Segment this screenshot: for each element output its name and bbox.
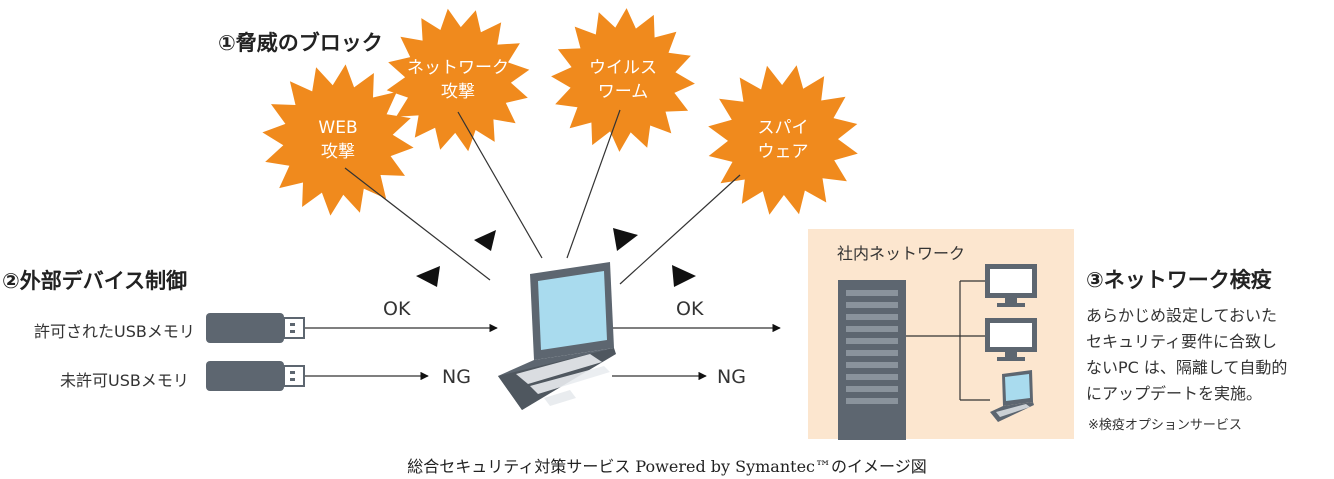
- ng-label-left: NG: [442, 366, 471, 388]
- internal-network-label: 社内ネットワーク: [837, 244, 966, 263]
- threat-label-3: ウイルスワーム: [553, 56, 693, 104]
- threat-label-line-1: ウイルス: [589, 58, 657, 78]
- threat-label-line-2: 攻撃: [441, 82, 475, 102]
- rack-slot: [846, 314, 898, 320]
- threat-label-line-1: WEB: [318, 118, 358, 138]
- threat-burst-3: [551, 8, 695, 152]
- quarantine-description: あらかじめ設定しておいた セキュリティ要件に合致し ないPC は、隔離して自動的…: [1086, 303, 1326, 407]
- usb-denied-label: 未許可USBメモリ: [60, 371, 189, 390]
- quarantine-desc-line-3: ないPC は、隔離して自動的: [1086, 358, 1288, 377]
- threat-burst-1: [262, 64, 414, 216]
- monitor-icon-2: [985, 318, 1037, 361]
- attack-line-spyware: [619, 174, 741, 285]
- monitor-icon-1: [985, 264, 1037, 307]
- rack-slot: [846, 362, 898, 368]
- threat-label-line-2: 攻撃: [321, 142, 355, 162]
- figure-caption: 総合セキュリティ対策サービス Powered by Symantec™のイメージ…: [407, 457, 927, 476]
- server-rack-icon: [838, 280, 906, 440]
- threat-label-2: ネットワーク攻撃: [388, 56, 528, 104]
- block-arrow-1: [474, 230, 496, 251]
- block-arrow-2: [416, 266, 440, 287]
- threat-label-line-2: ウェア: [757, 142, 809, 162]
- threat-label-4: スパイウェア: [713, 116, 853, 164]
- attack-line-virus: [566, 109, 621, 259]
- laptop-icon: [498, 262, 616, 410]
- usb-allowed-label: 許可されたUSBメモリ: [34, 322, 195, 341]
- rack-slot: [846, 374, 898, 380]
- small-laptop-icon: [990, 370, 1034, 422]
- threat-burst-2: [386, 8, 530, 152]
- quarantine-desc-line-4: にアップデートを実施。: [1086, 384, 1263, 403]
- threat-label-line-2: ワーム: [597, 82, 649, 102]
- blocked-arrows: [416, 228, 696, 287]
- block-arrow-3: [613, 228, 638, 251]
- quarantine-desc-line-2: セキュリティ要件に合致し: [1086, 332, 1278, 351]
- rack-slot: [846, 386, 898, 392]
- rack-slot: [846, 398, 898, 404]
- quarantine-note: ※検疫オプションサービス: [1088, 418, 1242, 433]
- ng-label-right: NG: [717, 366, 746, 388]
- attack-line-network: [457, 111, 543, 259]
- usb-allowed-icon: [206, 313, 305, 343]
- rack-slot: [846, 338, 898, 344]
- rack-slot: [846, 326, 898, 332]
- section-device-control: ②外部デバイス制御: [2, 269, 188, 293]
- section-threat-block: ①脅威のブロック: [218, 31, 383, 55]
- section-quarantine: ③ネットワーク検疫: [1086, 268, 1272, 292]
- ok-label-right: OK: [676, 298, 704, 320]
- threat-label-1: WEB 攻撃: [268, 116, 408, 164]
- block-arrow-4: [672, 265, 696, 287]
- rack-slot: [846, 302, 898, 308]
- usb-denied-icon: [206, 361, 305, 391]
- rack-slot: [846, 350, 898, 356]
- network-lines: [906, 280, 990, 401]
- threat-label-line-1: スパイ: [757, 118, 809, 138]
- quarantine-desc-line-1: あらかじめ設定しておいた: [1086, 306, 1278, 325]
- threat-label-line-1: ネットワーク: [407, 58, 509, 78]
- ok-label-left: OK: [383, 298, 411, 320]
- attack-line-web: [344, 167, 491, 281]
- threat-burst-4: [708, 65, 858, 215]
- rack-slot: [846, 290, 898, 296]
